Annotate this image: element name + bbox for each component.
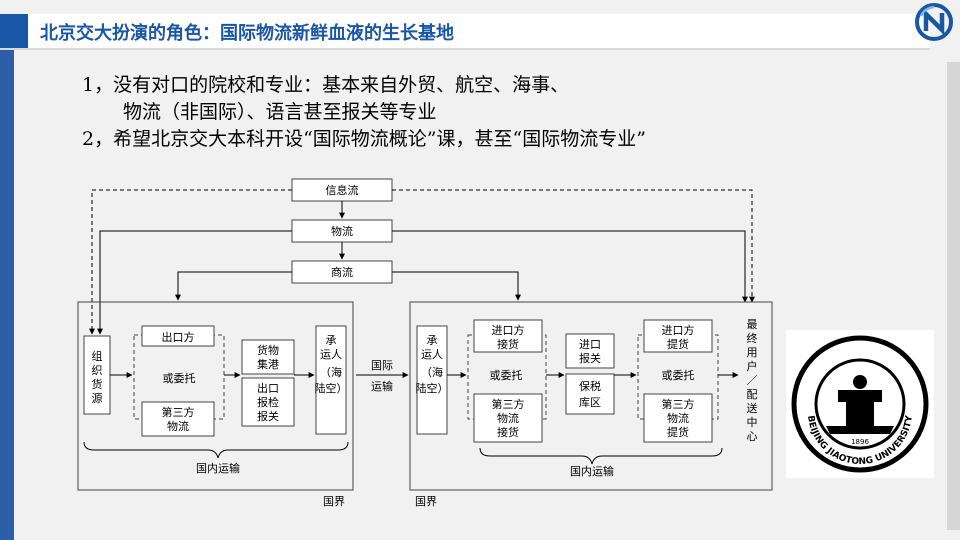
carrier-left-label-1: 承 <box>326 334 337 347</box>
goods-flow-line <box>97 230 292 335</box>
or-entrust-right-2: 或委托 <box>662 368 695 382</box>
carrier-right-label-2: 运人 <box>421 348 443 361</box>
slide-title: 北京交大扮演的角色：国际物流新鲜血液的生长基地 <box>40 23 454 44</box>
commerce-flow-line-right <box>392 271 521 301</box>
source-box <box>83 335 111 415</box>
carrier-box-right <box>416 325 448 435</box>
or-entrust-left: 或委托 <box>163 371 196 385</box>
bullet-2: 2，希望北京交大本科开设“国际物流概论”课，甚至“国际物流专业” <box>82 128 646 150</box>
domestic-brace-right <box>479 447 723 465</box>
import-customs-box <box>565 333 615 369</box>
left-border-frame <box>77 301 354 491</box>
or-entrust-right-1: 或委托 <box>490 368 523 382</box>
third-party-receive-label-2: 物流 <box>497 411 519 425</box>
logistics-flow-diagram: 信息流 物流 商流 组 织 货 源 出口方 或委托 第三方 物流 货 <box>77 178 773 508</box>
carrier-right-label-1: 承 <box>427 334 438 347</box>
end-user-label-8: 中 <box>747 416 758 429</box>
importer-pickup-label-1: 进口方 <box>662 323 695 337</box>
third-party-label-2: 物流 <box>167 419 189 433</box>
third-party-pickup-label-2: 物流 <box>667 411 689 425</box>
domestic-transport-left: 国内运输 <box>196 461 240 475</box>
source-label-3: 货 <box>92 377 103 391</box>
bullet-1: 1，没有对口的院校和专业：基本来自外贸、航空、海事、 <box>82 74 570 96</box>
third-party-receive-label-1: 第三方 <box>492 397 525 411</box>
exporter-box <box>141 325 215 347</box>
bullet-1-continued: 物流（非国际）、语言甚至报关等专业 <box>123 101 437 123</box>
info-flow-line <box>89 189 292 335</box>
third-party-pickup-label-3: 提货 <box>667 425 689 439</box>
third-party-pickup-box <box>643 393 713 443</box>
importer-label-1: 进口方 <box>492 323 525 337</box>
export-customs-label-1: 出口 <box>257 381 279 395</box>
domestic-transport-right: 国内运输 <box>570 464 614 478</box>
seal-year: 1896 <box>851 438 869 446</box>
source-label-2: 织 <box>92 364 103 377</box>
commerce-flow-label: 商流 <box>331 265 353 279</box>
source-label-1: 组 <box>92 349 103 363</box>
carrier-right-label-4: 陆空） <box>416 381 449 395</box>
right-border-frame <box>409 301 773 491</box>
end-user-label-7: 送 <box>747 401 758 415</box>
goods-flow-line-right <box>392 230 748 303</box>
importer-label-2: 接货 <box>497 337 519 351</box>
end-user-label-3: 用 <box>747 346 758 359</box>
info-flow-line-right <box>392 189 755 303</box>
exporter-label: 出口方 <box>162 330 195 344</box>
end-user-label-4: 户 <box>747 359 758 373</box>
carrier-box-left <box>315 325 347 435</box>
export-customs-label-3: 报关 <box>257 409 279 423</box>
third-party-box <box>141 401 215 437</box>
domestic-brace-left <box>83 441 349 459</box>
carrier-left-label-2: 运人 <box>320 348 342 361</box>
carrier-left-label-4: 陆空） <box>315 381 348 395</box>
intl-transport-label-1: 国际 <box>371 359 393 372</box>
bonded-area-box <box>565 373 615 415</box>
border-label-right: 国界 <box>415 495 437 508</box>
border-label-left: 国界 <box>323 495 345 508</box>
third-party-pickup-label-1: 第三方 <box>662 397 695 411</box>
commerce-flow-line <box>175 271 292 301</box>
import-customs-label-2: 报关 <box>579 351 601 365</box>
third-party-receive-box <box>473 393 543 443</box>
right-stripe <box>947 62 960 530</box>
end-user-label-1: 最 <box>747 318 758 331</box>
importer-pickup-box <box>643 319 713 353</box>
export-customs-box <box>241 377 295 427</box>
university-logo-icon <box>915 3 953 41</box>
intl-transport-label-2: 运输 <box>371 379 393 393</box>
bonded-label-1: 保税 <box>579 379 601 393</box>
carrier-left-label-3: （海 <box>320 365 342 379</box>
bonded-label-2: 库区 <box>579 396 601 409</box>
third-party-receive-label-3: 接货 <box>497 425 519 439</box>
port-ops-box <box>241 339 295 375</box>
port-ops-label-2: 集港 <box>257 357 279 371</box>
export-customs-label-2: 报检 <box>257 395 279 409</box>
end-user-label-6: 配 <box>747 388 758 401</box>
importer-pickup-label-2: 提货 <box>667 337 689 351</box>
goods-flow-label: 物流 <box>331 224 353 238</box>
end-user-label-9: 心 <box>747 430 758 443</box>
left-stripe <box>0 50 14 540</box>
end-user-label-5: ／ <box>747 374 758 387</box>
third-party-label-1: 第三方 <box>162 405 195 419</box>
title-accent <box>0 14 28 48</box>
import-customs-label-1: 进口 <box>579 338 601 351</box>
end-user-label-2: 终 <box>747 331 758 345</box>
carrier-right-label-3: （海 <box>421 365 443 379</box>
port-ops-label-1: 货物 <box>257 343 279 357</box>
info-flow-label: 信息流 <box>326 183 359 197</box>
source-label-4: 源 <box>92 391 103 405</box>
importer-box <box>473 319 543 353</box>
university-seal-icon: 1896 BEIJING JIAOTONG UNIVERSITY <box>786 330 934 478</box>
bullet-list: 1，没有对口的院校和专业：基本来自外贸、航空、海事、 物流（非国际）、语言甚至报… <box>82 72 646 153</box>
title-bar: 北京交大扮演的角色：国际物流新鲜血液的生长基地 <box>0 14 930 50</box>
